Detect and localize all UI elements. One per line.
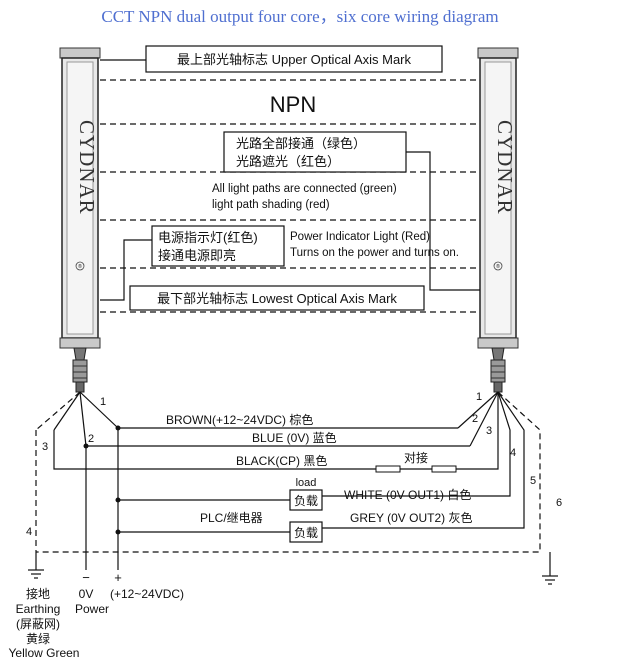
wire-black-label: BLACK(CP) 黑色 xyxy=(236,454,327,468)
wire-white-label: WHITE (0V OUT1) 白色 xyxy=(344,487,471,502)
right-ground-icon xyxy=(542,575,558,585)
plus-sign: + xyxy=(114,570,122,585)
power-indicator-cn-1: 电源指示灯(红色) xyxy=(158,230,258,245)
power-indicator-cn-2: 接通电源即亮 xyxy=(158,248,236,263)
earth-en-label: Earthing xyxy=(16,602,61,616)
load-label: load xyxy=(296,477,317,489)
connect-label: 对接 xyxy=(404,450,428,465)
left-light-curtain: CYDNAR ® xyxy=(59,47,101,349)
light-status-en-1: All light paths are connected (green) xyxy=(212,183,397,195)
upper-mark-box xyxy=(145,45,443,73)
upper-mark-label: 最上部光轴标志 Upper Optical Axis Mark xyxy=(177,52,412,67)
load-box-out2-label: 负载 xyxy=(294,526,318,540)
yellow-green-cn-label: 黄绿 xyxy=(26,631,50,646)
earth-cn-label: 接地 xyxy=(26,586,50,601)
plc-label: PLC/继电器 xyxy=(200,511,263,525)
left-registered-icon xyxy=(75,261,85,271)
load-box-out2 xyxy=(289,521,323,543)
power-label: Power xyxy=(75,602,109,616)
load-box-out1-label: 负载 xyxy=(294,494,318,508)
diagram-title: CCT NPN dual output four core，six core w… xyxy=(101,7,498,26)
left-ground-icon xyxy=(28,552,44,579)
right-pin-5: 5 xyxy=(530,475,536,487)
right-pin-1: 1 xyxy=(476,391,482,403)
right-pin-2: 2 xyxy=(472,413,478,425)
right-registered-icon xyxy=(493,261,503,271)
left-pin-4: 4 xyxy=(26,526,32,538)
left-brand-label: CYDNAR xyxy=(75,120,99,215)
light-status-leader xyxy=(406,151,480,291)
right-registered-mark: ® xyxy=(496,263,500,270)
left-registered-mark: ® xyxy=(78,263,82,270)
wiring xyxy=(35,391,551,576)
minus-sign: − xyxy=(82,570,90,585)
right-brand-label: CYDNAR xyxy=(493,120,517,215)
lower-mark-box xyxy=(129,285,425,311)
lower-mark-label: 最下部光轴标志 Lowest Optical Axis Mark xyxy=(157,291,397,306)
left-connector-icon xyxy=(72,347,88,393)
right-connector-icon xyxy=(490,347,506,393)
wire-blue-label: BLUE (0V) 蓝色 xyxy=(252,431,337,445)
load-box-out1 xyxy=(289,489,323,511)
wire-grey-label: GREY (0V OUT2) 灰色 xyxy=(350,511,472,525)
right-pin-3: 3 xyxy=(486,425,492,437)
power-indicator-leader xyxy=(100,239,152,301)
power-indicator-en-1: Power Indicator Light (Red) xyxy=(290,231,430,243)
right-pin-6: 6 xyxy=(556,497,562,509)
power-indicator-en-2: Turns on the power and turns on. xyxy=(290,247,459,259)
zero-v-label: 0V xyxy=(79,587,94,601)
left-pin-1: 1 xyxy=(100,396,106,408)
light-status-cn-1: 光路全部接通（绿色） xyxy=(236,136,366,151)
power-indicator-box xyxy=(151,225,285,267)
supply-label: (+12~24VDC) xyxy=(110,587,184,601)
light-status-en-2: light path shading (red) xyxy=(212,199,330,211)
left-pin-2: 2 xyxy=(88,433,94,445)
optical-axis-lines xyxy=(100,79,480,313)
yellow-green-en-label: Yellow Green xyxy=(9,646,80,660)
left-pin-3: 3 xyxy=(42,441,48,453)
wire-brown-label: BROWN(+12~24VDC) 棕色 xyxy=(166,412,313,427)
right-light-curtain: CYDNAR ® xyxy=(477,47,519,349)
light-status-cn-2: 光路遮光（红色） xyxy=(236,154,340,169)
npn-label: NPN xyxy=(270,92,316,117)
shield-cn-label: (屏蔽网) xyxy=(16,617,60,631)
right-pin-4: 4 xyxy=(510,447,516,459)
